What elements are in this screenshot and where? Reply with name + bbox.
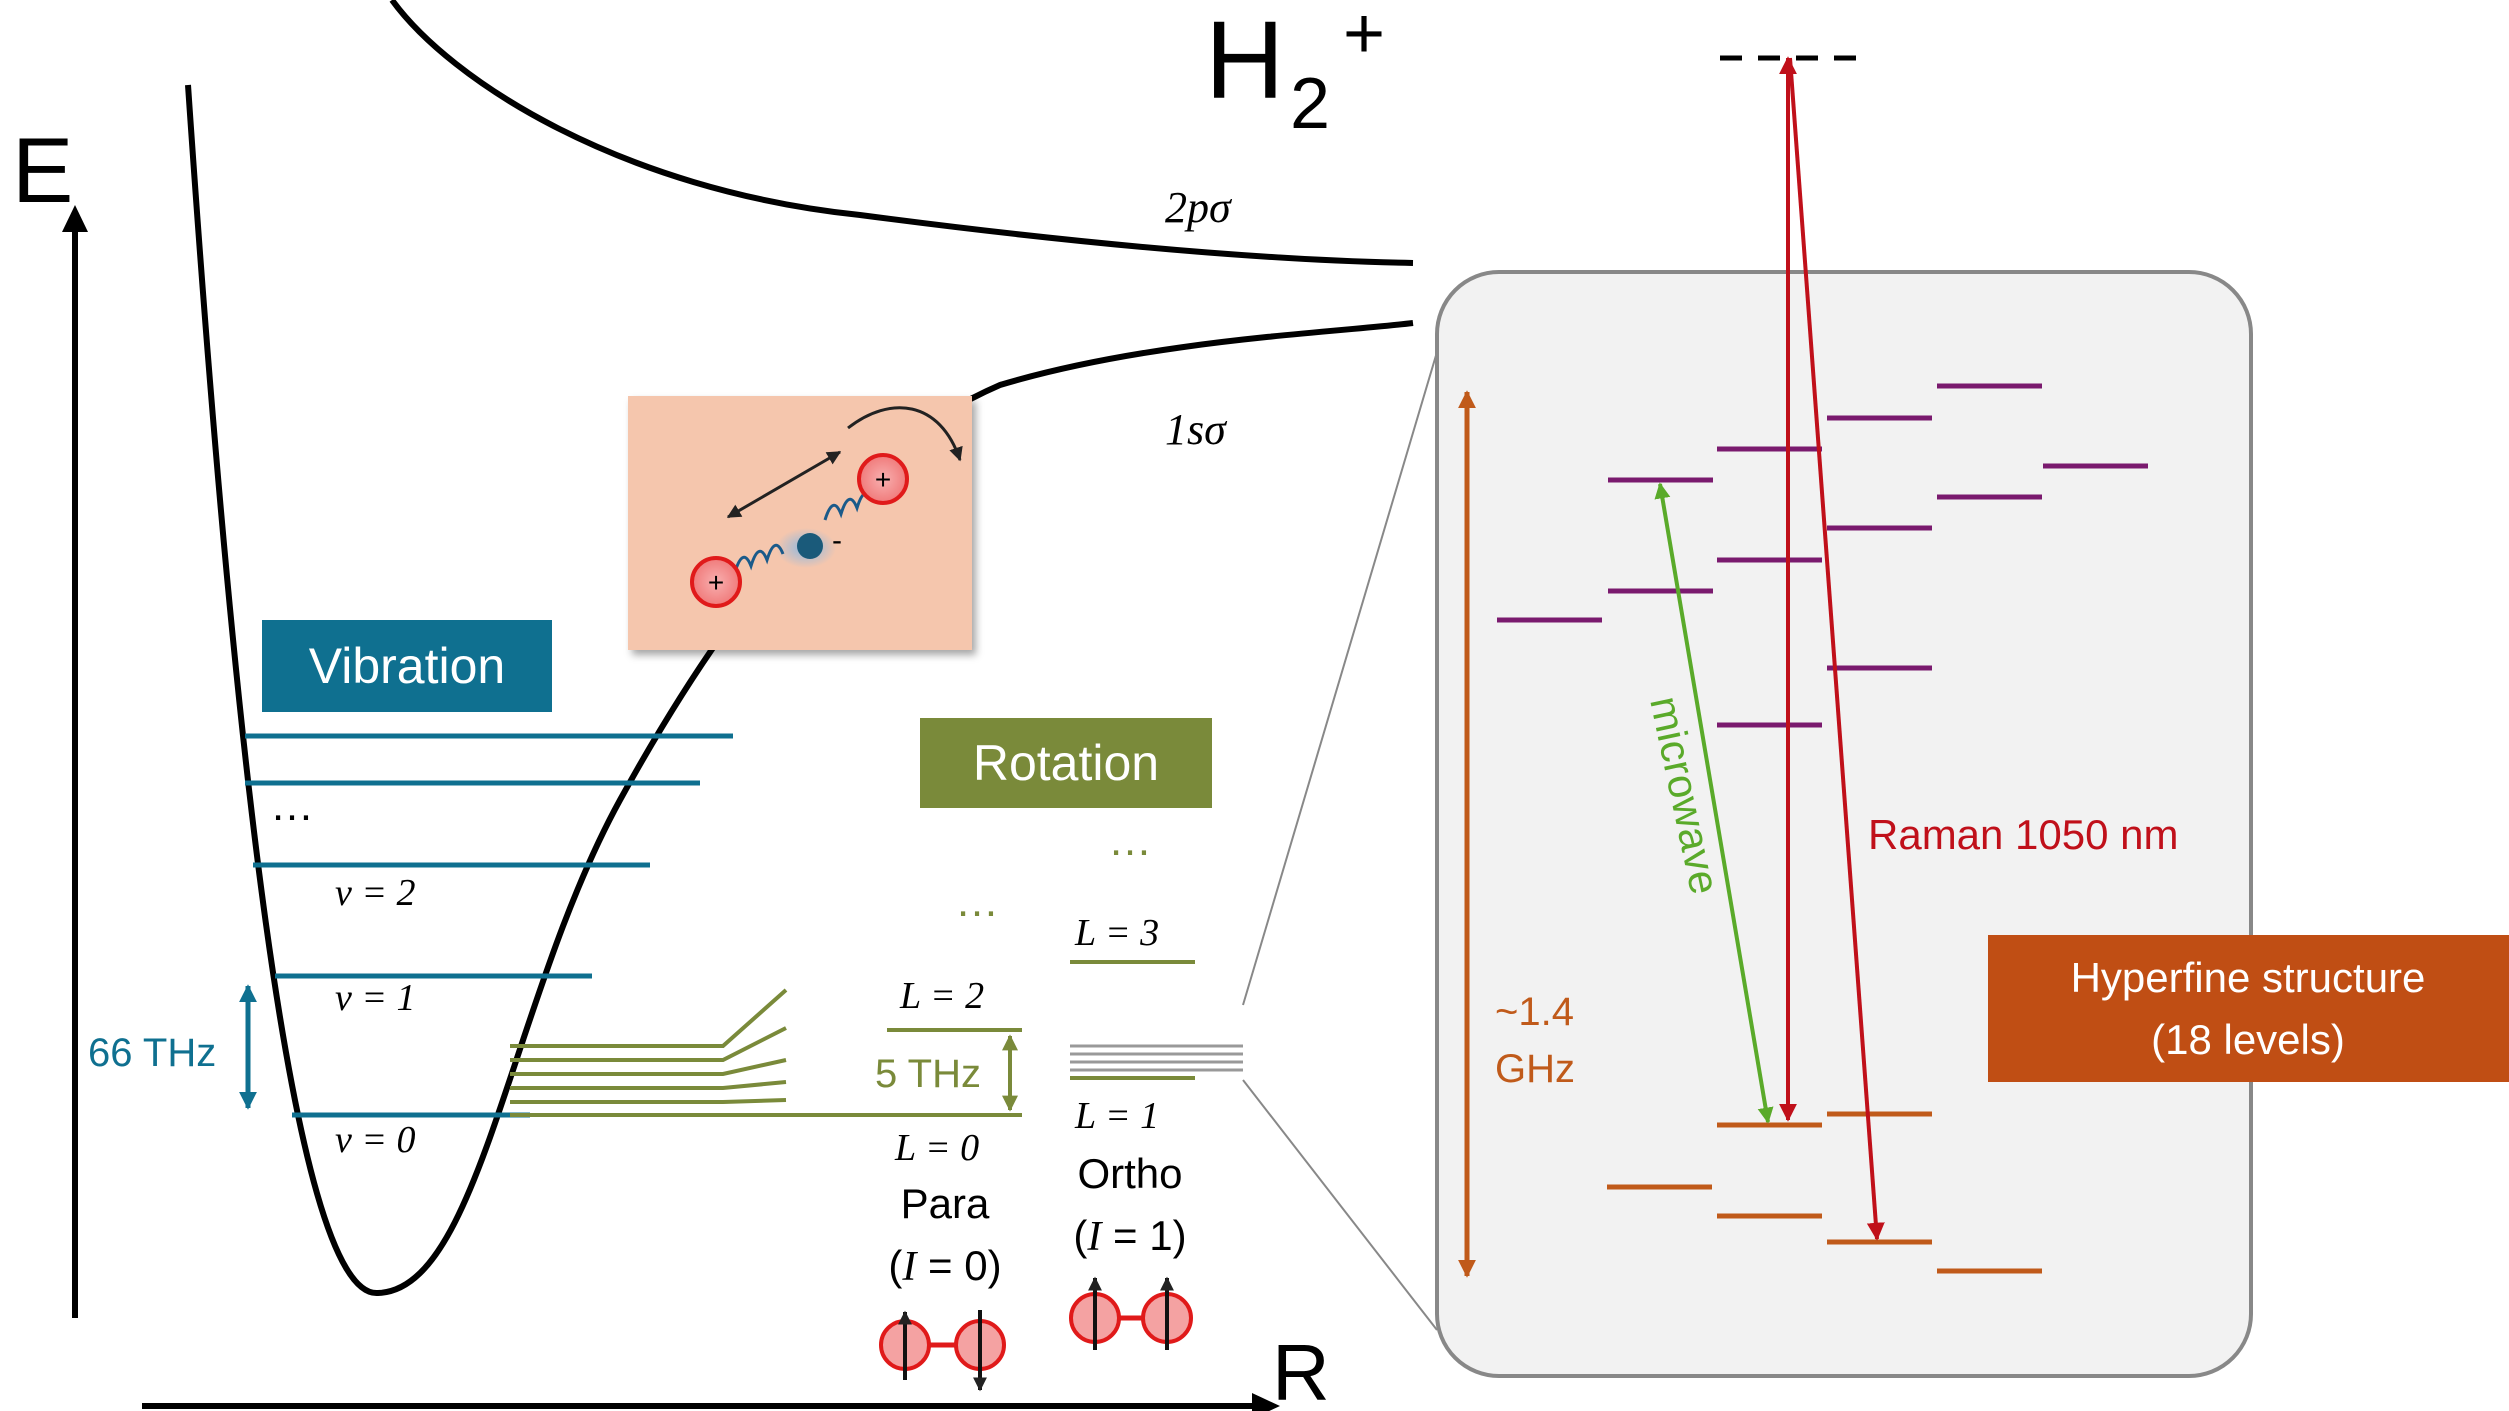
rotation-motion-arrow [847,406,963,462]
proton-left-charge: + [708,567,724,598]
molecule-title: H 2 + [1205,0,1385,144]
lower-hyperfine-levels [1607,1111,2042,1274]
para-spin-label: (I = 0) [888,1242,1001,1290]
ortho-spin-pictogram [1069,1276,1193,1350]
label-L2: L = 2 [899,975,984,1017]
label-nu2: ν = 2 [335,872,416,914]
para-label: Para [901,1180,990,1227]
electron-charge: - [832,524,842,557]
hyperfine-panel-box [1435,270,2253,1378]
splitting-unit: GHz [1495,1047,1575,1091]
rotation-fan-line-1 [510,988,788,1048]
zoom-line-top [1242,351,1438,1006]
vibration-group: Vibration … ν = 2 ν = 1 ν = 0 66 THz [88,620,733,1161]
title-subscript: 2 [1290,64,1330,144]
label-1ssigma: 1sσ [1165,405,1228,454]
ortho-label: Ortho [1077,1150,1182,1197]
para-spin-pictogram [879,1310,1006,1392]
molecule-inset-background [628,396,972,650]
microwave-transition-arrow [1654,482,1774,1124]
label-nu0: ν = 0 [335,1119,416,1161]
raman-transition: Raman 1050 nm [1779,56,2179,1241]
electron [797,533,823,559]
title-base: H [1205,0,1284,122]
rotation-fan [510,988,1022,1117]
antibonding-curve-2psigma [389,0,1414,266]
hyperfine-label-group: Hyperfine structure (18 levels) [1988,935,2509,1082]
vibration-motion-arrow [726,450,842,519]
rotation-label: Rotation [973,735,1159,791]
rotation-fan-line-5 [510,1098,787,1104]
title-superscript: + [1343,0,1385,74]
molecule-inset: - + + [628,396,972,650]
hyperfine-label-line2: (18 levels) [2151,1016,2345,1063]
distance-axis-label: R [1272,1328,1330,1411]
rotation-spacing-label: 5 THz [875,1052,981,1096]
raman-label: Raman 1050 nm [1868,811,2179,858]
hyperfine-label-line1: Hyperfine structure [2071,954,2426,1001]
splitting-value: ~1.4 [1495,990,1574,1034]
label-L1: L = 1 [1074,1095,1159,1137]
distance-axis: R [142,1328,1330,1411]
rotation-fan-line-3 [510,1058,787,1076]
hyperfine-label-box [1988,935,2509,1082]
bonding-curve-1ssigma [185,84,1414,1297]
hyperfine-panel: ~1.4 GHz microwave [1242,270,2253,1378]
rotation-group: Rotation … L = 2 L = 0 5 THz Para (I = 0… [510,718,1243,1392]
para-ellipsis: … [955,877,999,926]
label-L0: L = 0 [894,1127,979,1169]
ortho-L1-sublevels [1070,1044,1243,1072]
label-L3: L = 3 [1074,912,1159,954]
energy-axis: E [12,120,88,1318]
proton-right-charge: + [875,464,891,495]
rotation-label-box [920,718,1212,808]
vibration-spacing-label: 66 THz [88,1031,216,1075]
label-nu1: ν = 1 [335,977,416,1019]
proton-left [690,556,742,608]
vibration-ellipsis: … [270,781,314,830]
rotation-fan-line-4 [510,1080,787,1090]
vibration-label: Vibration [309,638,505,694]
label-2psigma: 2pσ [1165,183,1233,232]
ortho-ellipsis: … [1108,816,1152,865]
ortho-spin-label: (I = 1) [1073,1212,1186,1260]
raman-stokes-arrow [1788,57,1885,1241]
zoom-line-bottom [1242,1079,1438,1331]
energy-axis-label: E [12,120,73,222]
vibration-label-box [262,620,552,712]
proton-right [857,453,909,505]
rotation-fan-line-2 [510,1026,787,1062]
